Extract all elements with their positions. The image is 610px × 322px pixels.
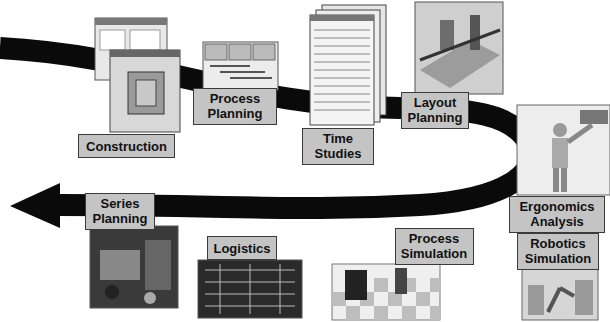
- process-planning-screenshot: [205, 44, 227, 60]
- ergonomics-render: [553, 168, 559, 192]
- series-planning-photo: [90, 226, 178, 308]
- ergonomics-render: [552, 138, 568, 168]
- time-studies-screenshot: [314, 110, 370, 111]
- step-label-box: Ergonomics Analysis: [509, 196, 605, 233]
- ergonomics-render: [517, 105, 610, 195]
- process-planning-screenshot: [210, 65, 250, 67]
- process-simulation-render: [332, 264, 440, 320]
- construction-screenshot: [136, 80, 156, 106]
- robotics-render: [522, 264, 598, 320]
- series-planning-photo: [100, 250, 140, 280]
- step-label: Ergonomics Analysis: [514, 199, 600, 229]
- process-simulation-render: [374, 278, 388, 292]
- layout-planning-render: [440, 20, 454, 50]
- step-label-box: Time Studies: [302, 128, 374, 165]
- process-simulation-render: [402, 306, 416, 320]
- step-label: Process Simulation: [400, 231, 469, 261]
- time-studies-screenshot: [310, 15, 374, 21]
- ergonomics-render: [580, 110, 608, 124]
- process-planning-screenshot: [230, 77, 272, 79]
- step-label-box: Process Planning: [193, 88, 277, 125]
- construction-screenshot: [95, 18, 167, 25]
- time-studies-screenshot: [310, 15, 374, 125]
- time-studies-screenshot: [314, 30, 370, 31]
- process-simulation-render: [345, 270, 367, 300]
- process-planning-screenshot: [253, 44, 275, 60]
- process-simulation-render: [416, 292, 430, 306]
- process-planning-screenshot: [220, 71, 265, 73]
- series-planning-photo: [144, 292, 156, 304]
- logistics-render: [198, 260, 302, 318]
- time-studies-screenshot: [314, 54, 370, 55]
- robotics-render: [528, 285, 544, 315]
- construction-screenshot: [100, 30, 125, 50]
- robotics-render: [522, 264, 598, 320]
- time-studies-screenshot: [314, 30, 370, 110]
- layout-planning-render: [470, 15, 480, 50]
- process-simulation-render: [430, 278, 440, 292]
- time-studies-screenshot: [314, 94, 370, 95]
- process-simulation-render: [332, 264, 440, 320]
- process-simulation-render: [332, 292, 346, 306]
- process-simulation-render: [430, 306, 440, 320]
- step-label: Robotics Simulation: [522, 236, 594, 266]
- step-label: Construction: [86, 139, 167, 154]
- series-planning-photo: [90, 226, 178, 308]
- time-studies-screenshot: [314, 70, 370, 71]
- robotics-render: [560, 288, 574, 296]
- logistics-render: [220, 264, 221, 314]
- layout-planning-render: [415, 2, 503, 94]
- series-planning-photo: [105, 285, 119, 299]
- robotics-render: [548, 288, 560, 312]
- step-label-box: Process Simulation: [395, 228, 474, 265]
- process-simulation-render: [395, 268, 407, 294]
- layout-planning-render: [420, 40, 500, 88]
- process-planning-screenshot: [203, 42, 278, 90]
- robotics-render: [575, 280, 593, 315]
- step-label-box: Layout Planning: [401, 92, 469, 129]
- time-studies-screenshot: [314, 62, 370, 63]
- construction-screenshot: [110, 50, 180, 132]
- process-simulation-render: [388, 292, 402, 306]
- step-label-box: Robotics Simulation: [517, 233, 599, 270]
- ergonomics-render: [553, 123, 567, 137]
- logistics-render: [250, 264, 251, 314]
- step-label: Series Planning: [90, 196, 150, 226]
- series-planning-photo: [145, 240, 171, 290]
- step-label-box: Logistics: [207, 236, 277, 260]
- time-studies-screenshot: [310, 5, 386, 125]
- time-studies-screenshot: [314, 78, 370, 79]
- step-label: Layout Planning: [406, 95, 464, 125]
- logistics-render: [280, 264, 281, 314]
- process-planning-screenshot: [229, 44, 251, 60]
- ergonomics-render: [561, 168, 567, 192]
- layout-planning-render: [420, 30, 500, 60]
- layout-planning-render: [415, 2, 503, 94]
- process-simulation-render: [346, 306, 360, 320]
- step-label-box: Series Planning: [85, 193, 155, 230]
- step-label: Logistics: [213, 241, 270, 256]
- step-label: Time Studies: [307, 131, 369, 161]
- step-label: Process Planning: [198, 91, 272, 121]
- time-studies-screenshot: [314, 38, 370, 39]
- ergonomics-render: [568, 125, 592, 142]
- logistics-render: [198, 260, 302, 318]
- process-simulation-render: [374, 306, 388, 320]
- ergonomics-render: [517, 105, 610, 195]
- construction-screenshot: [110, 50, 180, 57]
- time-studies-screenshot: [314, 86, 370, 87]
- flow-arrow: [10, 183, 60, 228]
- time-studies-screenshot: [314, 102, 370, 103]
- step-label-box: Construction: [78, 134, 175, 158]
- construction-screenshot: [128, 72, 164, 114]
- construction-screenshot: [95, 18, 180, 132]
- process-planning-screenshot: [203, 42, 278, 90]
- time-studies-screenshot: [314, 46, 370, 47]
- construction-screenshot: [130, 30, 160, 50]
- logistics-render: [205, 264, 295, 314]
